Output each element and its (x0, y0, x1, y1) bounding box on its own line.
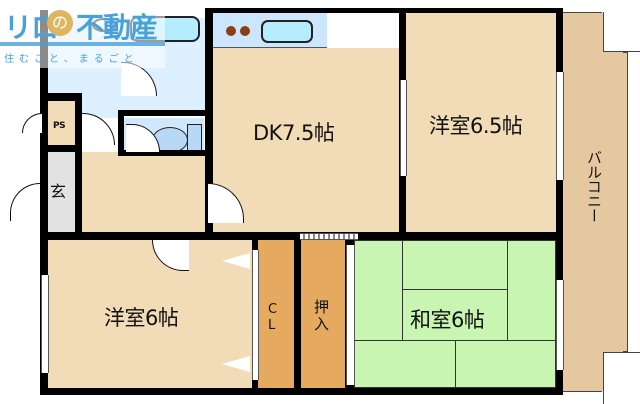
room-western-6-5-label: 洋室6.5帖 (429, 114, 523, 138)
room-western-6-5 (406, 12, 556, 232)
balcony-notch-top (603, 12, 640, 52)
window-western-6-5-balcony (556, 72, 564, 180)
balcony-label: バルコニー (585, 150, 603, 223)
room-dk (213, 48, 399, 232)
logo-circle-no: の (47, 10, 73, 36)
logo: リロ の 不動産 住むこと、まるごと (0, 0, 165, 68)
tatami-mat (354, 240, 403, 341)
closet-label-c: C (268, 302, 277, 317)
tatami-mat (354, 340, 456, 388)
room-japanese-6-label: 和室6帖 (410, 308, 485, 332)
wall-top (205, 8, 563, 13)
door-entrance[interactable] (10, 183, 40, 221)
wall-middle-horizontal (40, 232, 556, 240)
balcony-notch-bottom (603, 352, 640, 404)
room-dk-label: DK7.5帖 (253, 121, 335, 145)
wall-ps-bottom (40, 145, 82, 152)
pipe-space (47, 101, 75, 151)
window-dk (400, 80, 407, 176)
logo-text-part2: 不動産 (76, 11, 158, 44)
oshiire-label-2: 入 (314, 315, 329, 333)
room-dk-lower-extension (82, 152, 207, 232)
wall-ps-top (40, 93, 82, 101)
pipe-space-label: PS (53, 121, 66, 131)
oshiire-label-1: 押 (314, 298, 329, 316)
window-western-6 (41, 275, 49, 373)
window-cl-sliding (252, 250, 259, 380)
wall-dk-left (205, 8, 213, 234)
room-western-6 (46, 240, 252, 388)
entrance (47, 152, 75, 232)
logo-tagline: 住むこと、まるごと (4, 54, 139, 65)
wall-bath-divider (118, 110, 206, 116)
wall-toilet-left (118, 110, 124, 156)
door-ps[interactable] (22, 113, 42, 133)
wall-bottom (40, 388, 563, 395)
logo-underline (0, 42, 165, 46)
tatami-mat (402, 240, 508, 290)
window-japanese-balcony (556, 280, 564, 370)
oshiire (301, 240, 345, 388)
tatami-mat (455, 340, 556, 388)
wall-top-left (40, 10, 48, 394)
wall-cl-right (294, 238, 301, 390)
kitchen-sink (261, 20, 313, 43)
stove-burner-1 (226, 26, 236, 36)
window-oshiire-sliding (346, 245, 355, 385)
stove-burner-2 (240, 26, 250, 36)
wall-right (556, 8, 563, 395)
sliding-door-dk-japanese (300, 233, 358, 240)
closet (258, 240, 294, 388)
closet-label-l: L (268, 318, 275, 333)
balcony-fill (563, 13, 623, 391)
tatami-mat (507, 240, 556, 341)
entrance-label: 玄 (50, 182, 66, 201)
wall-ps-right (75, 93, 82, 233)
wall-toilet-bottom (118, 150, 206, 156)
room-western-6-label: 洋室6帖 (104, 306, 179, 330)
